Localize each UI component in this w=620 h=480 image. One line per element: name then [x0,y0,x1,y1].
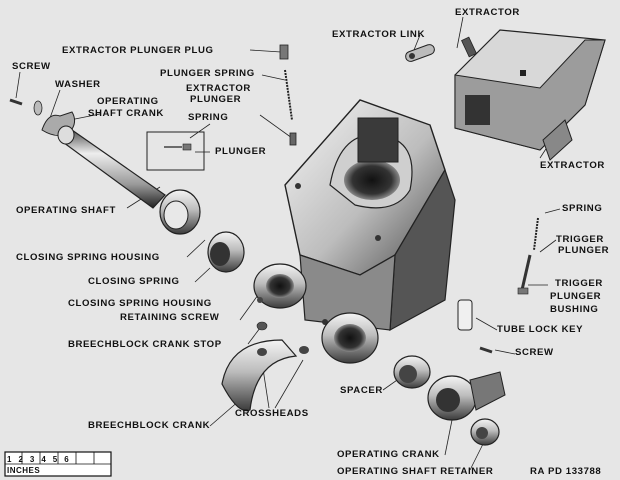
operating-crank-part [427,371,506,421]
extractor-link-part [405,44,435,62]
extractor-right-part [542,119,573,161]
label-washer: WASHER [55,79,101,90]
label-extractor-plunger-line1: EXTRACTOR [186,83,251,94]
retaining-screw-part [257,297,263,303]
extractor-top-part [454,29,606,151]
label-extractor-top: EXTRACTOR [455,7,520,18]
spacer-part [393,355,431,389]
label-spacer: SPACER [340,385,383,396]
plunger-plug-part [279,44,289,60]
screw-washer-parts [9,98,43,116]
label-breechblock-crank-stop: BREECHBLOCK CRANK STOP [68,339,222,350]
label-trigger-plunger-bushing-line1: TRIGGER [555,278,603,289]
screw-right-part [479,346,493,354]
label-plunger: PLUNGER [215,146,267,157]
inch-scale-ruler [4,451,112,477]
label-operating-shaft-crank-line2: SHAFT CRANK [88,108,164,119]
scale-numbers: 123456 [7,455,76,464]
trigger-plunger-parts [517,217,539,295]
label-extractor-plunger-plug: EXTRACTOR PLUNGER PLUG [62,45,214,56]
plunger-spring-part [284,69,293,121]
closing-spring-housing-part [159,189,201,235]
label-operating-crank: OPERATING CRANK [337,449,440,460]
operating-shaft-retainer-part [470,418,500,446]
label-extractor-link: EXTRACTOR LINK [332,29,425,40]
label-extractor-right: EXTRACTOR [540,160,605,171]
label-screw-top: SCREW [12,61,51,72]
plunger-callout-box [146,131,205,171]
crank-stop-part [256,321,268,331]
label-spring-top: SPRING [188,112,229,123]
label-extractor-plunger-line2: PLUNGER [190,94,242,105]
breechblock-crank-part [221,339,309,412]
label-closing-spring: CLOSING SPRING [88,276,180,287]
breechblock-body [284,99,456,332]
label-screw-right: SCREW [515,347,554,358]
operating-shaft-part [57,125,166,209]
extractor-plunger-part [289,132,297,146]
label-trigger-plunger-bushing-line2: PLUNGER [550,291,602,302]
label-tube-lock-key: TUBE LOCK KEY [497,324,584,335]
label-plunger-spring: PLUNGER SPRING [160,68,255,79]
label-breechblock-crank: BREECHBLOCK CRANK [88,420,211,431]
tube-lock-key-part [457,299,473,331]
label-operating-shaft: OPERATING SHAFT [16,205,116,216]
body-bosses [253,263,379,364]
label-trigger-plunger-line1: TRIGGER [556,234,604,245]
label-operating-shaft-retainer: OPERATING SHAFT RETAINER [337,466,494,477]
label-operating-shaft-crank-line1: OPERATING [97,96,159,107]
closing-spring-part [207,231,245,273]
label-closing-spring-housing-retaining-screw-line2: RETAINING SCREW [120,312,220,323]
figure-code: RA PD 133788 [530,466,602,477]
label-crossheads: CROSSHEADS [235,408,309,419]
label-spring-right: SPRING [562,203,603,214]
label-closing-spring-housing-retaining-screw-line1: CLOSING SPRING HOUSING [68,298,212,309]
label-closing-spring-housing: CLOSING SPRING HOUSING [16,252,160,263]
inch-scale: 123456 INCHES [5,455,112,477]
label-trigger-plunger-bushing-line3: BUSHING [550,304,599,315]
label-trigger-plunger-line2: PLUNGER [558,245,610,256]
scale-unit: INCHES [7,466,41,475]
